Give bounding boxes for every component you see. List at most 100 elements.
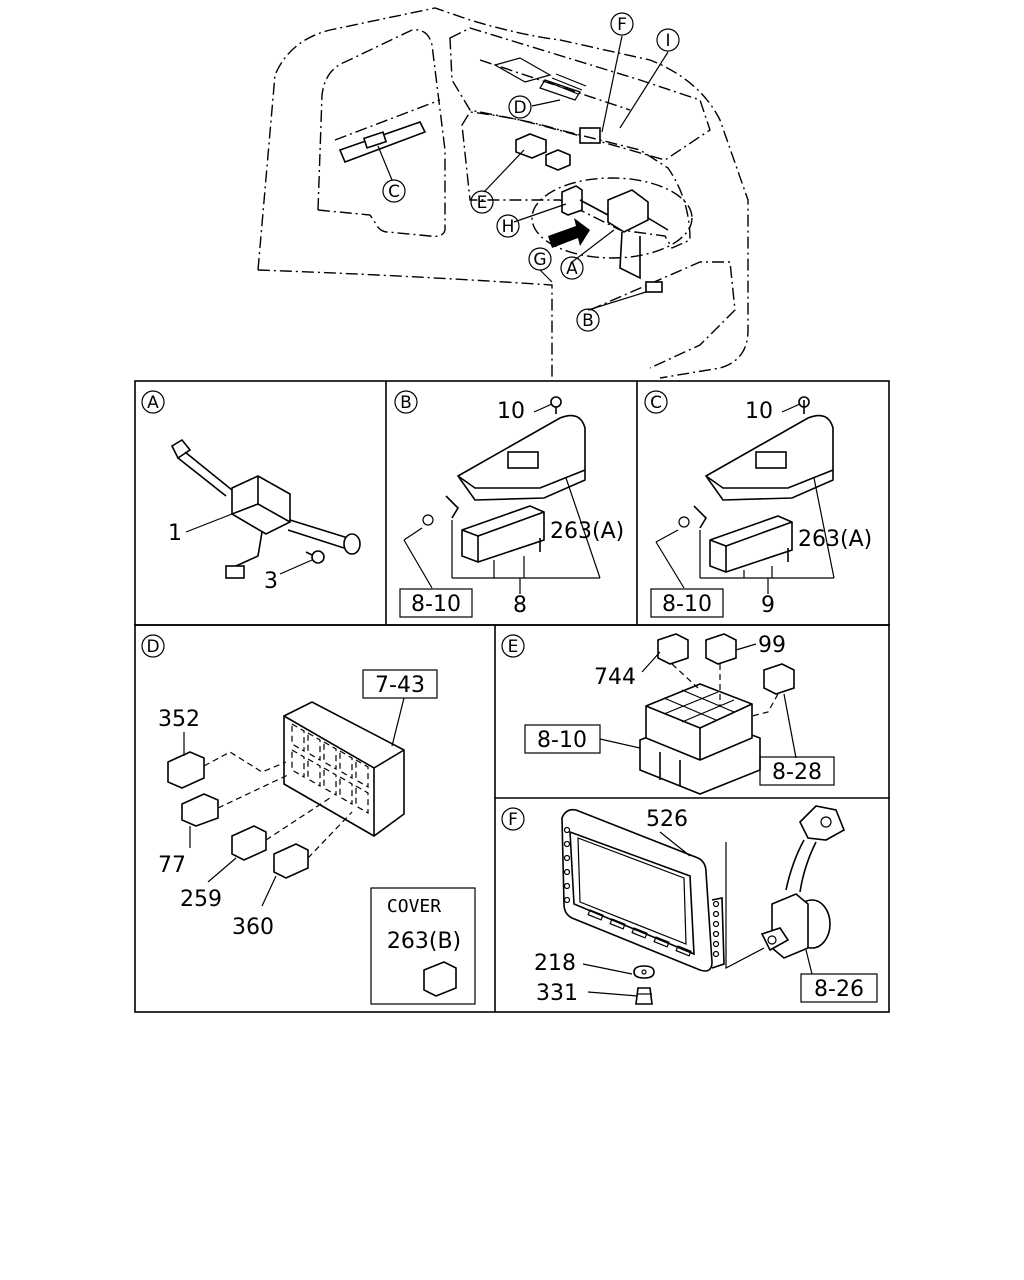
callout-d: D <box>513 98 526 118</box>
relay-box <box>639 683 761 795</box>
part-360-label: 360 <box>232 915 274 940</box>
meter-indicator <box>712 910 720 918</box>
cover-part <box>423 961 457 997</box>
relays <box>657 633 795 695</box>
bezel-slot <box>323 740 337 771</box>
part-352-label: 352 <box>158 707 200 732</box>
meter-indicator <box>712 900 720 908</box>
meter-slot <box>587 909 604 921</box>
panel-f-letter: F <box>508 810 518 830</box>
meter-indicator <box>712 920 720 928</box>
meter-indicator <box>712 930 720 938</box>
panel-c: C 10 263(A) 9 8-10 <box>644 390 872 618</box>
meter-slot <box>653 936 670 948</box>
panel-b-letter: B <box>400 393 412 413</box>
ref-box-8-10-b <box>399 588 473 618</box>
bezel-slot <box>307 731 321 762</box>
meter-indicator <box>563 826 571 834</box>
part-263a-label-c: 263(A) <box>798 527 872 552</box>
panel-f: F 526 218 331 8-26 <box>501 805 878 1006</box>
bezel-slot <box>339 775 353 806</box>
callout-e: E <box>477 193 488 213</box>
meter-slot <box>609 918 626 930</box>
meter-slot <box>675 945 692 957</box>
overview-illustration <box>257 7 749 380</box>
ref-box-8-28 <box>759 756 835 786</box>
panel-d: D 352 77 259 360 7-43 COVER 263(B) <box>141 634 476 1005</box>
part-77-label: 77 <box>158 853 186 878</box>
cover-label: COVER <box>387 896 441 917</box>
callout-g: G <box>533 250 546 270</box>
meter-indicator <box>563 840 571 848</box>
part-218-label: 218 <box>534 951 576 976</box>
ref-7-43: 7-43 <box>375 673 425 698</box>
ref-box-8-10-e <box>524 724 601 754</box>
callout-a: A <box>566 259 578 279</box>
part-10-label-c: 10 <box>745 399 773 424</box>
ref-8-10-c: 8-10 <box>662 592 712 617</box>
switch-buttons <box>167 751 309 879</box>
ref-8-10-b: 8-10 <box>411 592 461 617</box>
part-9-label: 9 <box>761 593 775 618</box>
callout-i: I <box>665 31 670 51</box>
callout-f: F <box>617 15 627 35</box>
bezel-slot <box>291 722 305 753</box>
part-99-label: 99 <box>758 633 786 658</box>
switch-block-e <box>515 133 571 171</box>
panel-e: E 744 99 8-10 8-28 <box>501 633 835 795</box>
callout-circle-b <box>576 308 600 332</box>
panel-a-letter: A <box>147 393 159 413</box>
ref-8-28: 8-28 <box>772 760 822 785</box>
meter-indicator <box>712 940 720 948</box>
panel-d-letter: D <box>146 637 159 657</box>
part-263a-label-b: 263(A) <box>550 519 624 544</box>
panel-a: A 1 3 <box>141 390 361 594</box>
vent-grille <box>547 73 587 95</box>
part-1-label: 1 <box>168 521 182 546</box>
meter-slot <box>631 927 648 939</box>
part-526-label: 526 <box>646 807 688 832</box>
bezel-slot <box>323 766 337 797</box>
cover-box <box>370 887 476 1005</box>
ref-8-10-e: 8-10 <box>537 728 587 753</box>
part-259-label: 259 <box>180 887 222 912</box>
harness-connector <box>760 805 846 959</box>
ref-box-8-10-c <box>650 588 724 618</box>
callout-circle-i <box>656 28 680 52</box>
callout-circle-a <box>560 256 584 280</box>
callout-b: B <box>582 311 594 331</box>
part-331-label: 331 <box>536 981 578 1006</box>
callout-circle-d <box>508 95 532 119</box>
panel-e-letter: E <box>508 637 519 657</box>
callout-h: H <box>502 217 515 237</box>
meter-panel <box>561 808 725 972</box>
bezel-slot <box>307 757 321 788</box>
combination-switch <box>170 438 361 579</box>
part-3-label: 3 <box>264 569 278 594</box>
bezel-slot <box>355 758 369 789</box>
bezel-slot <box>339 749 353 780</box>
power-window-switch-b <box>422 396 586 563</box>
switch-panel-bezel <box>283 701 405 837</box>
bezel-slot <box>355 784 369 815</box>
callout-circle-e <box>470 190 494 214</box>
ref-box-8-26 <box>800 973 878 1003</box>
meter-indicator <box>712 950 720 958</box>
callout-circle-c <box>382 179 406 203</box>
panel-b: B 10 263(A) 8 8-10 <box>394 390 624 618</box>
meter-indicator <box>563 868 571 876</box>
callout-circle-g <box>528 247 552 271</box>
bezel-slot <box>291 748 305 779</box>
part-8-label: 8 <box>513 593 527 618</box>
meter-indicator <box>563 896 571 904</box>
part-263b-label: 263(B) <box>387 929 461 954</box>
callout-circle-f <box>610 12 634 36</box>
ref-8-26: 8-26 <box>814 977 864 1002</box>
panel-frames <box>134 380 890 1013</box>
callout-circle-h <box>496 214 520 238</box>
part-744-label: 744 <box>594 665 636 690</box>
panel-c-letter: C <box>650 393 662 413</box>
power-window-switch-c <box>678 396 834 573</box>
